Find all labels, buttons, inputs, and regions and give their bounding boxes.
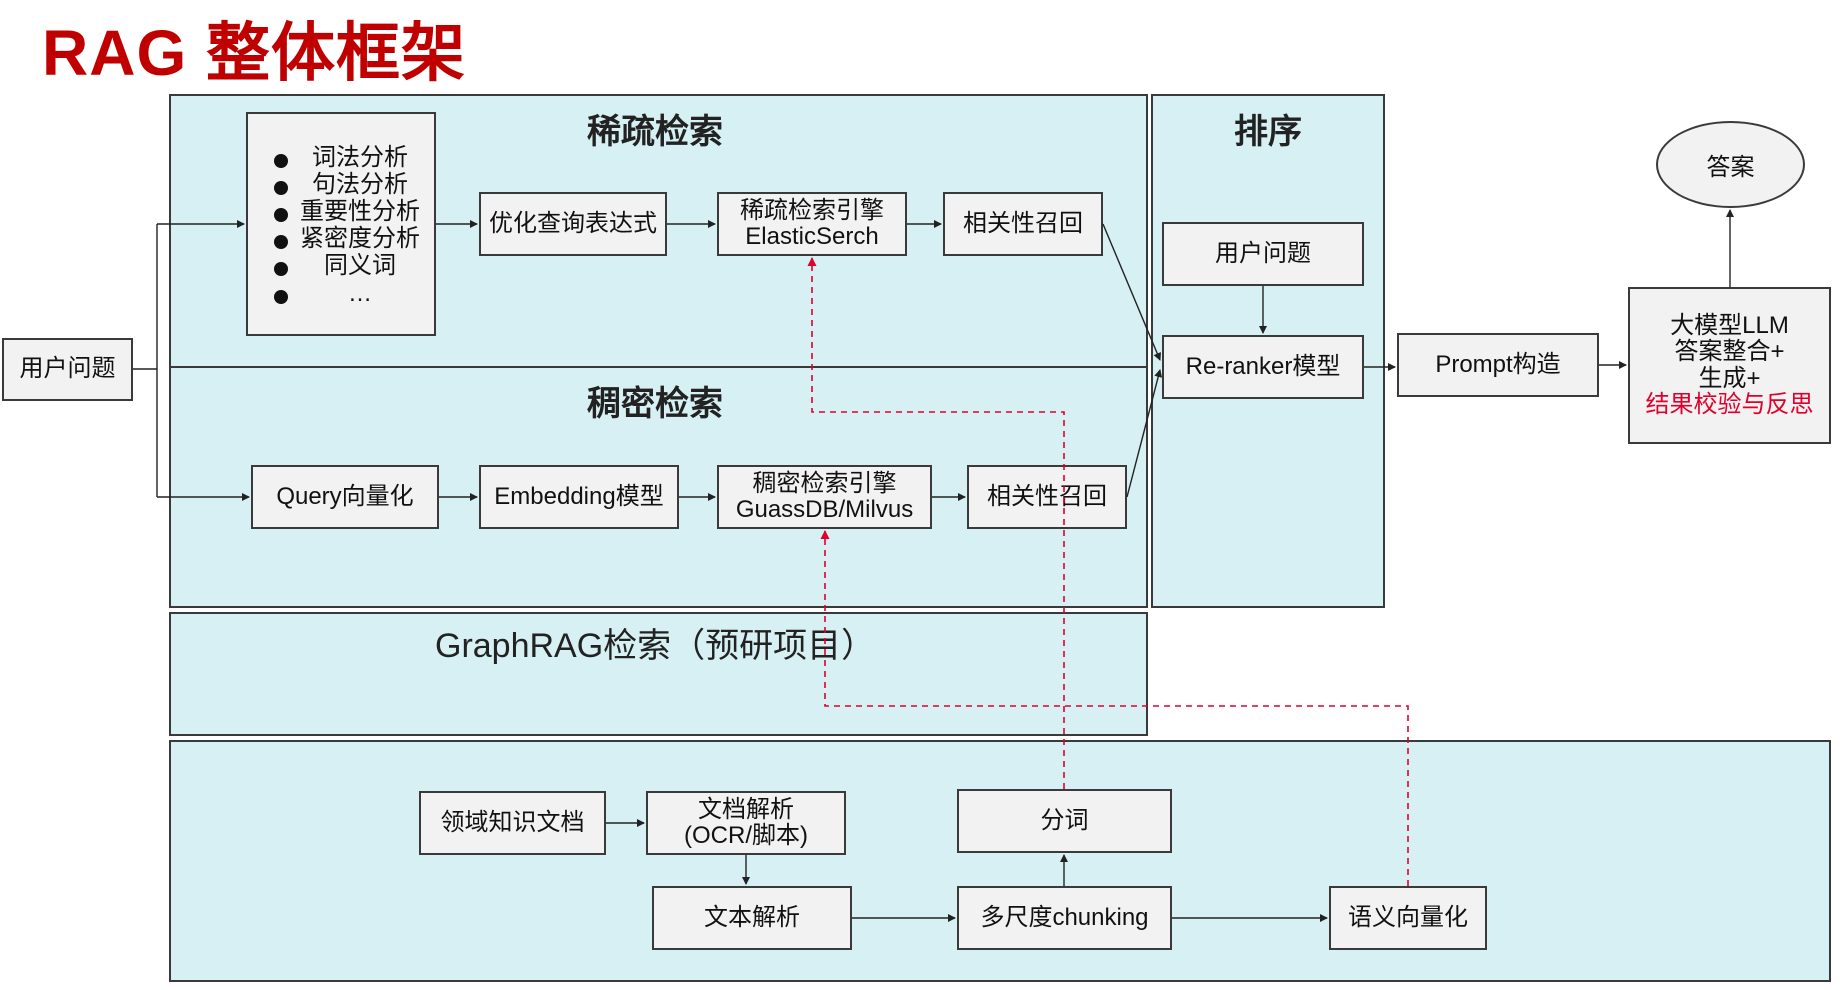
analysis-item: 句法分析 [262,171,420,198]
prompt-build-box: Prompt构造 [1397,333,1599,397]
sparse-section-title: 稀疏检索 [587,113,723,151]
rank-section-title: 排序 [1234,113,1302,151]
answer-node: 答案 [1656,121,1805,208]
analysis-item: 词法分析 [262,144,420,171]
tokenize-to-sparse-engine-dashed [807,257,1065,789]
domain-docs-box: 领域知识文档 [419,791,606,855]
analysis-item: 重要性分析 [262,198,420,225]
embedding-model-box: Embedding模型 [479,465,679,529]
doc-parse-box: 文档解析(OCR/脚本) [646,791,846,855]
semantic-to-dense-engine-dashed [820,530,1409,886]
sparse-recall-box: 相关性召回 [943,192,1103,256]
sparse-recall-to-reranker-arrow [1102,223,1161,361]
graphrag-panel [169,612,1148,736]
llm-box: 大模型LLM 答案整合+ 生成+ 结果校验与反思 [1628,287,1831,444]
analysis-list: 词法分析 句法分析 重要性分析 紧密度分析 同义词 … [262,144,420,307]
analysis-item: … [262,280,420,307]
reranker-model-box: Re-ranker模型 [1162,335,1364,399]
user-question-box: 用户问题 [2,338,133,401]
dense-section-title: 稠密检索 [587,385,723,423]
analysis-item: 同义词 [262,252,420,279]
page-title: RAG 整体框架 [42,17,466,89]
query-analysis-box: 词法分析 句法分析 重要性分析 紧密度分析 同义词 … [246,112,436,336]
optimize-query-box: 优化查询表达式 [479,192,667,256]
query-vectorize-box: Query向量化 [251,465,439,529]
graphrag-section-title: GraphRAG检索（预研项目） [435,627,876,665]
text-parse-box: 文本解析 [652,886,852,950]
chunking-box: 多尺度chunking [957,886,1172,950]
ingest-panel [169,740,1831,982]
rank-user-question-box: 用户问题 [1162,222,1364,286]
dense-recall-to-reranker-arrow [1126,369,1163,498]
analysis-item: 紧密度分析 [262,225,420,252]
semantic-vectorize-box: 语义向量化 [1329,886,1487,950]
tokenize-box: 分词 [957,789,1172,853]
dense-recall-box: 相关性召回 [967,465,1127,529]
